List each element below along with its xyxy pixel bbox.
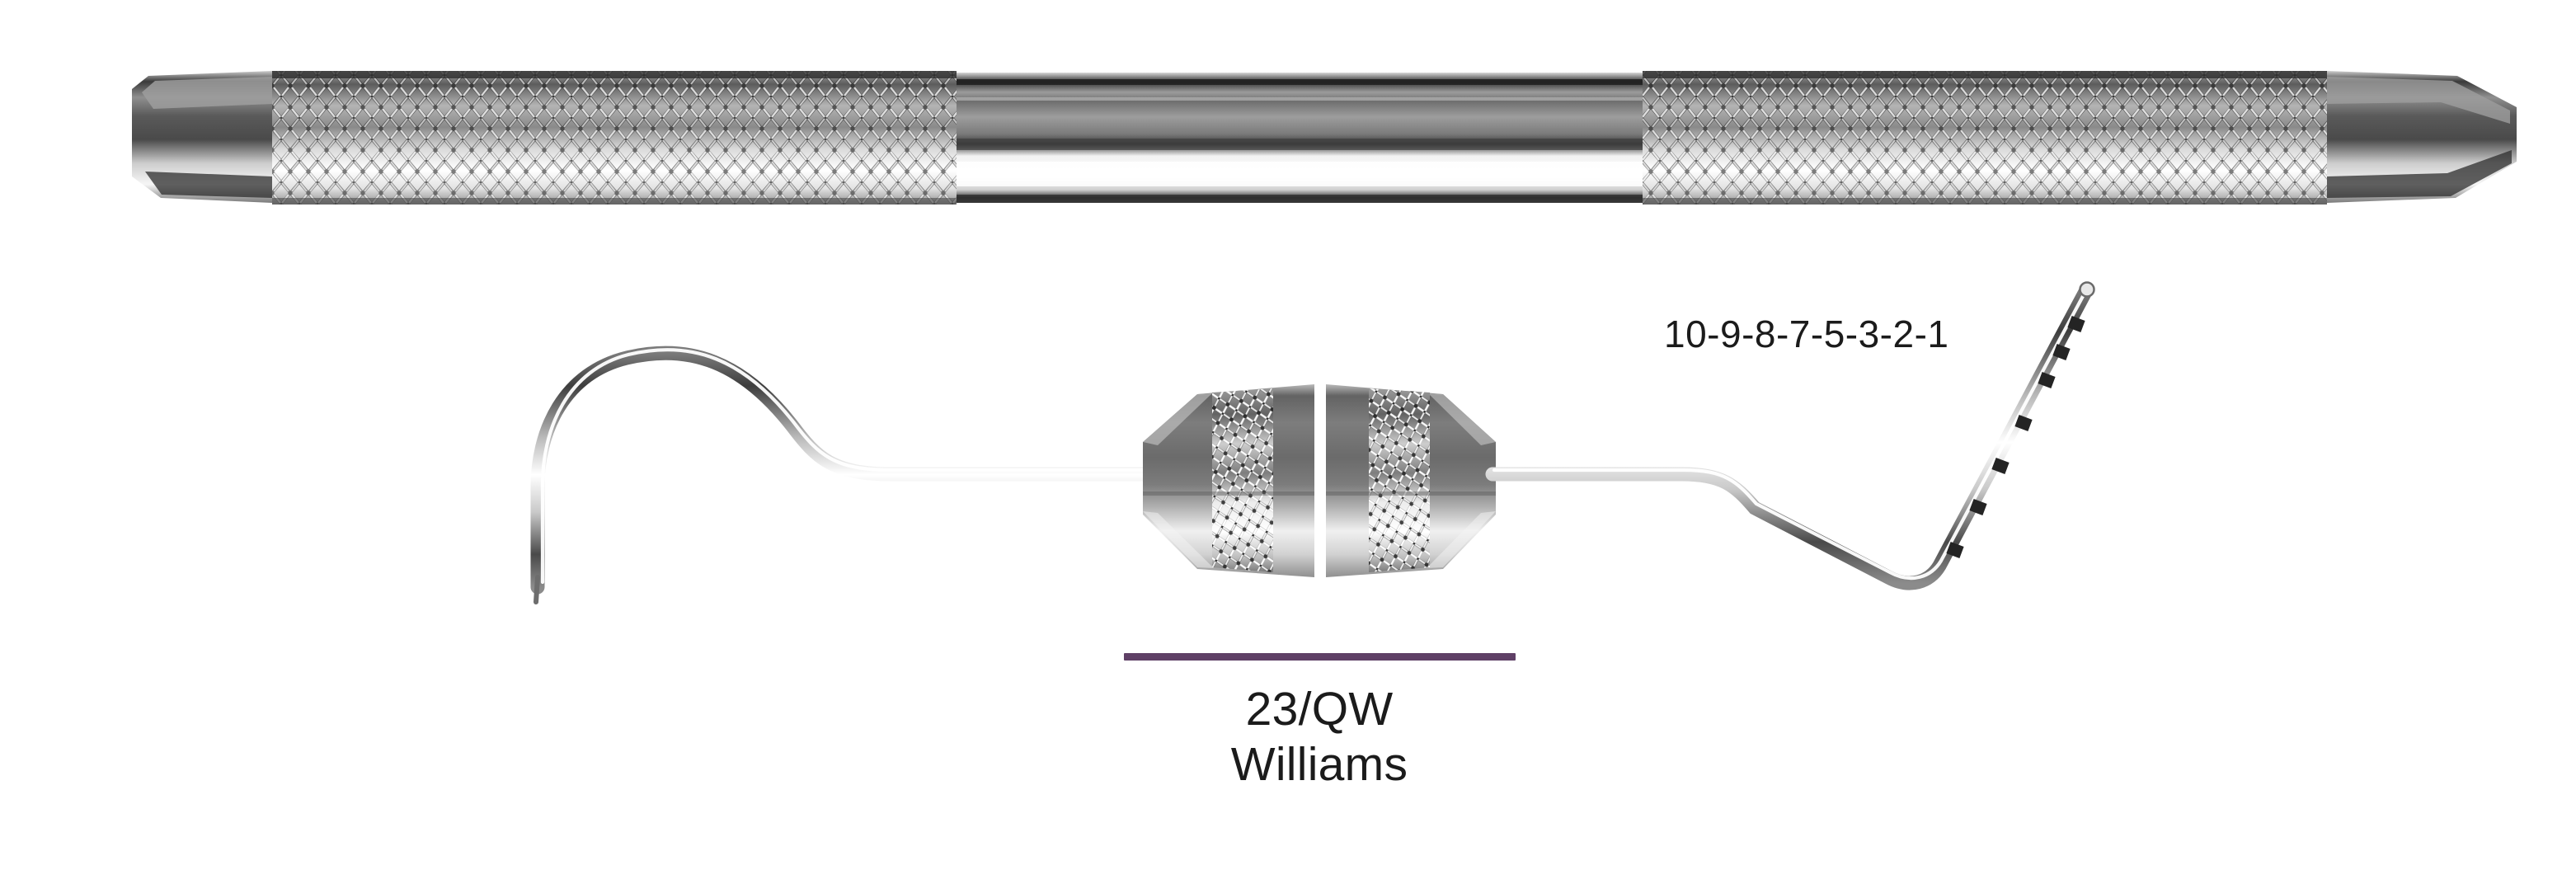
- probe-shank-right: [1485, 283, 2094, 590]
- product-name: Williams: [1230, 737, 1408, 791]
- handle-instrument: [132, 71, 2517, 205]
- hub-right-half: [1326, 384, 1496, 577]
- product-caption: 23/QW Williams: [1064, 653, 1575, 792]
- handle-right-knurl: [1643, 71, 2327, 205]
- hub-split-gap: [1314, 381, 1326, 582]
- hub-left-half: [1143, 384, 1314, 577]
- caption-divider-rule: [1123, 653, 1516, 661]
- handle-center-barrel: [957, 73, 1643, 203]
- handle-right-cone-highlight: [2327, 77, 2510, 124]
- handle-left-knurl: [272, 71, 957, 205]
- probe-markings-label: 10-9-8-7-5-3-2-1: [1664, 313, 1949, 355]
- probe-graduation-bands: [1946, 315, 2085, 559]
- product-code: 23/QW: [1245, 683, 1394, 736]
- handle-left-cone-highlight: [142, 77, 272, 109]
- hub-left-knurl-band: [1212, 388, 1273, 572]
- handle-left-cone-shadow: [145, 172, 272, 198]
- probe-tip-end: [2079, 281, 2095, 298]
- handle-right-cone-shadow: [2327, 150, 2512, 198]
- hub-right-knurl-band: [1369, 388, 1430, 572]
- explorer-tip-left: [530, 346, 1158, 604]
- working-instrument: [530, 281, 2095, 604]
